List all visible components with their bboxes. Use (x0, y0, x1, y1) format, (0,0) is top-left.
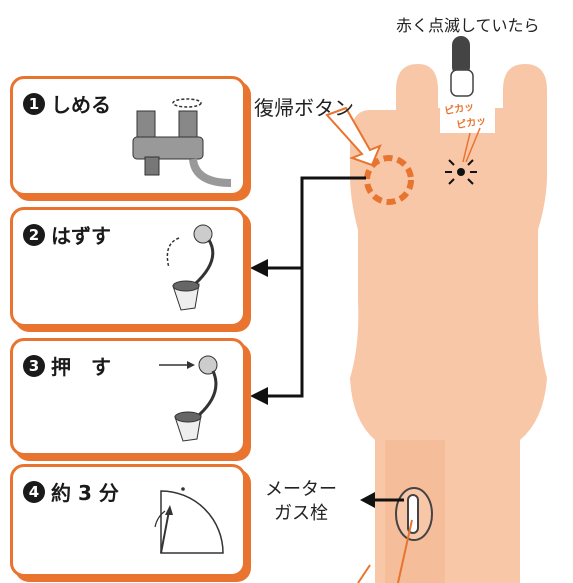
valve-label-line1: メーター (265, 479, 337, 500)
step-4-title: 4 約 3 分 (23, 477, 119, 506)
reset-pointer-arrow (325, 106, 382, 167)
blink-notice-text: 赤く点滅していたら (396, 16, 540, 35)
step-2-text: はずす (51, 224, 111, 248)
step-3-number: 3 (23, 354, 45, 377)
arrow-to-valve-icon (360, 492, 375, 508)
valve-close-icon (132, 98, 232, 187)
button-press-icon (159, 355, 218, 442)
blinking-lamp-icon (457, 168, 465, 176)
reset-button-highlight (364, 155, 414, 205)
step-1-title: 1 しめる (23, 89, 111, 118)
reset-button-label: 復帰ボタン (254, 96, 354, 120)
timer-icon (154, 487, 224, 554)
finger-icon (452, 36, 470, 76)
step-2-number: 2 (23, 223, 45, 246)
step-3-box: 3 押 す (10, 338, 246, 456)
cap-remove-icon (166, 224, 215, 311)
step-1-text: しめる (51, 93, 111, 117)
blink-rays-icon (445, 159, 477, 185)
step-4-number: 4 (23, 480, 45, 503)
step-4-box: 4 約 3 分 (10, 464, 246, 577)
valve-label-line2: ガス栓 (274, 503, 328, 524)
display-window (440, 95, 495, 133)
valve-label: メーター ガス栓 (265, 478, 337, 526)
step-1-number: 1 (23, 92, 45, 115)
arrow-to-step2-icon (250, 259, 268, 277)
step-2-box: 2 はずす (10, 207, 246, 327)
connector-lines (268, 176, 366, 398)
gas-meter-body (350, 64, 547, 583)
step-2-title: 2 はずす (23, 220, 111, 249)
arrow-to-step3-icon (250, 387, 268, 405)
step-4-text: 約 3 分 (51, 481, 119, 505)
step-3-text: 押 す (51, 355, 111, 379)
step-1-box: 1 しめる (10, 76, 246, 196)
step-3-title: 3 押 す (23, 351, 111, 380)
